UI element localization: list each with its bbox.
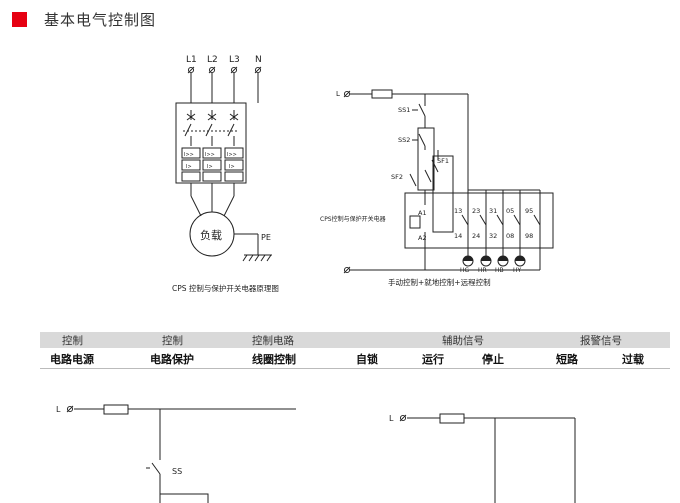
- l-label: L: [336, 90, 340, 98]
- table-subheader-row: 电路电源 电路保护 线圈控制 自锁 运行 停止 短路 过载: [40, 350, 670, 369]
- section-title: 基本电气控制图: [44, 11, 157, 29]
- coil-label: A2: [418, 234, 427, 242]
- table-header-cell: 报警信号: [580, 335, 622, 347]
- signal-table: 控制 控制 控制电路 辅助信号 报警信号 电路电源 电路保护 线圈控制 自锁 运…: [40, 332, 670, 369]
- svg-text:I>: I>: [229, 164, 235, 170]
- control-circuit-diagram: [343, 89, 554, 274]
- l-label: L: [56, 405, 61, 414]
- bottom-right-diagram: [399, 413, 576, 503]
- phase-label: L2: [207, 55, 218, 65]
- device-label: CPS控制与保护开关电器: [320, 215, 386, 223]
- pe-label: PE: [261, 233, 271, 242]
- table-header-row: 控制 控制 控制电路 辅助信号 报警信号: [40, 332, 670, 348]
- table-cell: 电路保护: [150, 353, 194, 366]
- contact-label: 14: [454, 232, 462, 240]
- main-caption: CPS 控制与保护开关电器原理图: [172, 283, 279, 293]
- table-cell: 电路电源: [50, 353, 94, 366]
- lamp-label: HR: [478, 267, 487, 274]
- ss-label: SS: [172, 467, 182, 476]
- switch-label: SF2: [391, 173, 403, 181]
- contact-label: 24: [472, 232, 480, 240]
- lamp-label: HB: [495, 267, 504, 274]
- section-header: 基本电气控制图: [0, 0, 680, 40]
- lamp-label: HG: [460, 267, 470, 274]
- lamp-fills: [463, 256, 525, 261]
- svg-text:I>>: I>>: [227, 152, 237, 158]
- control-caption: 手动控制+就地控制+远程控制: [388, 277, 491, 287]
- svg-text:I>: I>: [186, 164, 192, 170]
- phase-label: N: [255, 55, 262, 65]
- phase-label: L1: [186, 55, 197, 65]
- red-square-icon: [12, 12, 27, 27]
- contact-label: 31: [489, 207, 497, 215]
- switch-label: SS1: [398, 106, 410, 114]
- switch-label: SS2: [398, 136, 410, 144]
- table-header-cell: 控制: [62, 335, 83, 347]
- contact-label: 32: [489, 232, 497, 240]
- lamp-label: HY: [513, 267, 522, 274]
- table-cell: 短路: [556, 353, 578, 366]
- contact-label: 98: [525, 232, 533, 240]
- svg-text:I>>: I>>: [184, 152, 194, 158]
- contact-label: 13: [454, 207, 462, 215]
- table-header-cell: 控制: [162, 335, 183, 347]
- contact-label: 95: [525, 207, 533, 215]
- contact-label: 23: [472, 207, 480, 215]
- phase-label: L3: [229, 55, 240, 65]
- switch-label: SF1: [437, 157, 449, 165]
- table-cell: 运行: [422, 353, 444, 366]
- load-label: 负载: [200, 228, 222, 242]
- svg-text:I>: I>: [207, 164, 213, 170]
- main-circuit-diagram: L1 L2 L3 N I>> I>> I>> I> I> I>: [175, 55, 272, 262]
- table-cell: 自锁: [356, 353, 378, 366]
- contact-label: 05: [506, 207, 514, 215]
- table-cell: 线圈控制: [252, 353, 296, 366]
- contact-label: 08: [506, 232, 514, 240]
- bottom-left-diagram: [66, 404, 296, 503]
- l-label: L: [389, 414, 394, 423]
- table-header-cell: 辅助信号: [442, 335, 484, 347]
- breaker-contacts: [183, 110, 239, 146]
- table-cell: 过载: [622, 353, 644, 366]
- svg-text:I>>: I>>: [205, 152, 215, 158]
- table-cell: 停止: [482, 353, 504, 366]
- coil-label: A1: [418, 209, 427, 217]
- table-header-cell: 控制电路: [252, 335, 294, 347]
